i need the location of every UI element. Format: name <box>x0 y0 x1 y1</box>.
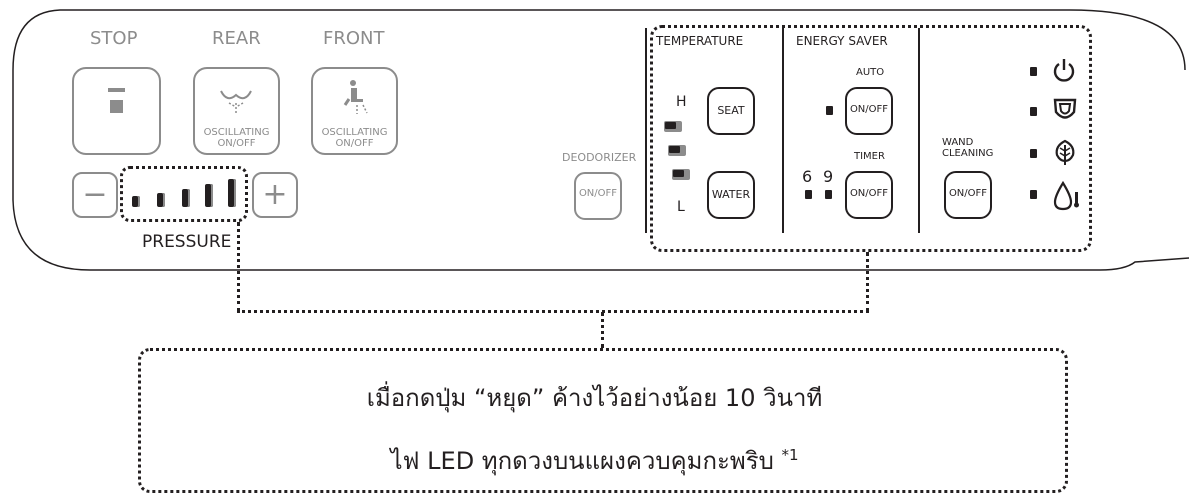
rear-oscillating-button[interactable]: OSCILLATING ON/OFF <box>193 67 280 155</box>
connector-right-vertical <box>866 252 869 312</box>
connector-horizontal <box>237 310 869 313</box>
auto-button-text: ON/OFF <box>849 104 889 115</box>
front-button-text-2: ON/OFF <box>335 138 374 149</box>
separator-temperature <box>645 28 647 233</box>
pressure-level-bar-3 <box>182 189 190 207</box>
separator-energy <box>782 28 784 233</box>
separator-wand <box>918 28 920 233</box>
pressure-highlight-box <box>120 166 248 222</box>
rear-label: REAR <box>212 28 261 49</box>
rear-button-text-2: ON/OFF <box>217 138 256 149</box>
stop-label: STOP <box>90 28 138 49</box>
toilet-seat-icon <box>1052 96 1078 128</box>
pressure-label: PRESSURE <box>142 232 232 252</box>
auto-led <box>826 106 833 115</box>
eco-led <box>1030 149 1037 158</box>
leaf-icon <box>1053 138 1077 170</box>
callout-line-2: ไฟ LED ทุกดวงบนแผงควบคุมกะพริบ <box>390 447 774 475</box>
seat-led <box>1030 107 1037 116</box>
stop-button[interactable] <box>72 67 161 155</box>
seat-button[interactable]: SEAT <box>707 87 755 135</box>
temperature-header: TEMPERATURE <box>656 34 744 48</box>
timer-button[interactable]: ON/OFF <box>845 171 893 219</box>
auto-button[interactable]: ON/OFF <box>845 87 893 135</box>
timer-6-label: 6 <box>802 167 813 186</box>
wand-cleaning-button-text: ON/OFF <box>948 188 988 199</box>
energy-saver-header: ENERGY SAVER <box>796 34 888 48</box>
wand-cleaning-label-2: CLEANING <box>942 148 994 159</box>
front-oscillating-button[interactable]: OSCILLATING ON/OFF <box>311 67 398 155</box>
callout-footnote: *1 <box>781 446 799 464</box>
callout-line-1: เมื่อกดปุ่ม “หยุด” ค้างไว้อย่างน้อย 10 ว… <box>366 384 823 412</box>
timer-label: TIMER <box>854 151 885 162</box>
rear-button-text-1: OSCILLATING <box>203 127 270 138</box>
plus-label: + <box>262 177 288 212</box>
panel-outline <box>12 9 1189 271</box>
water-temp-led <box>1030 190 1037 199</box>
auto-label: AUTO <box>856 67 885 78</box>
deodorizer-button-text: ON/OFF <box>578 188 618 199</box>
front-wash-icon <box>313 69 396 119</box>
temperature-high-label: H <box>676 94 687 110</box>
water-temperature-icon <box>1052 180 1082 216</box>
temperature-level-3 <box>664 121 682 132</box>
callout-line-2-wrap: ไฟ LED ทุกดวงบนแผงควบคุมกะพริบ *1 <box>0 441 1189 480</box>
connector-center-vertical <box>601 312 604 348</box>
timer-9-label: 9 <box>823 167 834 186</box>
power-led <box>1030 67 1037 76</box>
pressure-level-bar-1 <box>132 196 140 207</box>
water-button-text: WATER <box>711 188 751 201</box>
temperature-low-label: L <box>677 199 685 215</box>
temperature-level-1 <box>672 169 690 180</box>
settings-highlight-box <box>650 25 1092 252</box>
rear-wash-icon <box>195 69 278 119</box>
pressure-level-bar-4 <box>205 184 213 207</box>
timer-button-text: ON/OFF <box>849 188 889 199</box>
seat-button-text: SEAT <box>717 104 745 117</box>
deodorizer-label: DEODORIZER <box>562 151 637 164</box>
front-button-text-1: OSCILLATING <box>321 127 388 138</box>
temperature-level-2 <box>668 145 686 156</box>
wand-cleaning-label-1: WAND <box>942 137 974 148</box>
front-label: FRONT <box>323 28 385 49</box>
minus-label: − <box>82 177 108 212</box>
power-icon <box>1050 56 1078 88</box>
timer-9-led <box>825 190 832 199</box>
wand-cleaning-button[interactable]: ON/OFF <box>944 171 992 219</box>
water-button[interactable]: WATER <box>707 171 755 219</box>
stop-icon <box>74 69 159 153</box>
pressure-level-bar-2 <box>157 193 165 207</box>
pressure-minus-button[interactable]: − <box>72 172 118 218</box>
callout-box <box>138 348 1068 493</box>
deodorizer-button[interactable]: ON/OFF <box>574 172 622 220</box>
pressure-plus-button[interactable]: + <box>252 172 298 218</box>
connector-left-vertical <box>237 222 240 312</box>
timer-6-led <box>805 190 812 199</box>
pressure-level-bar-5 <box>228 179 236 207</box>
